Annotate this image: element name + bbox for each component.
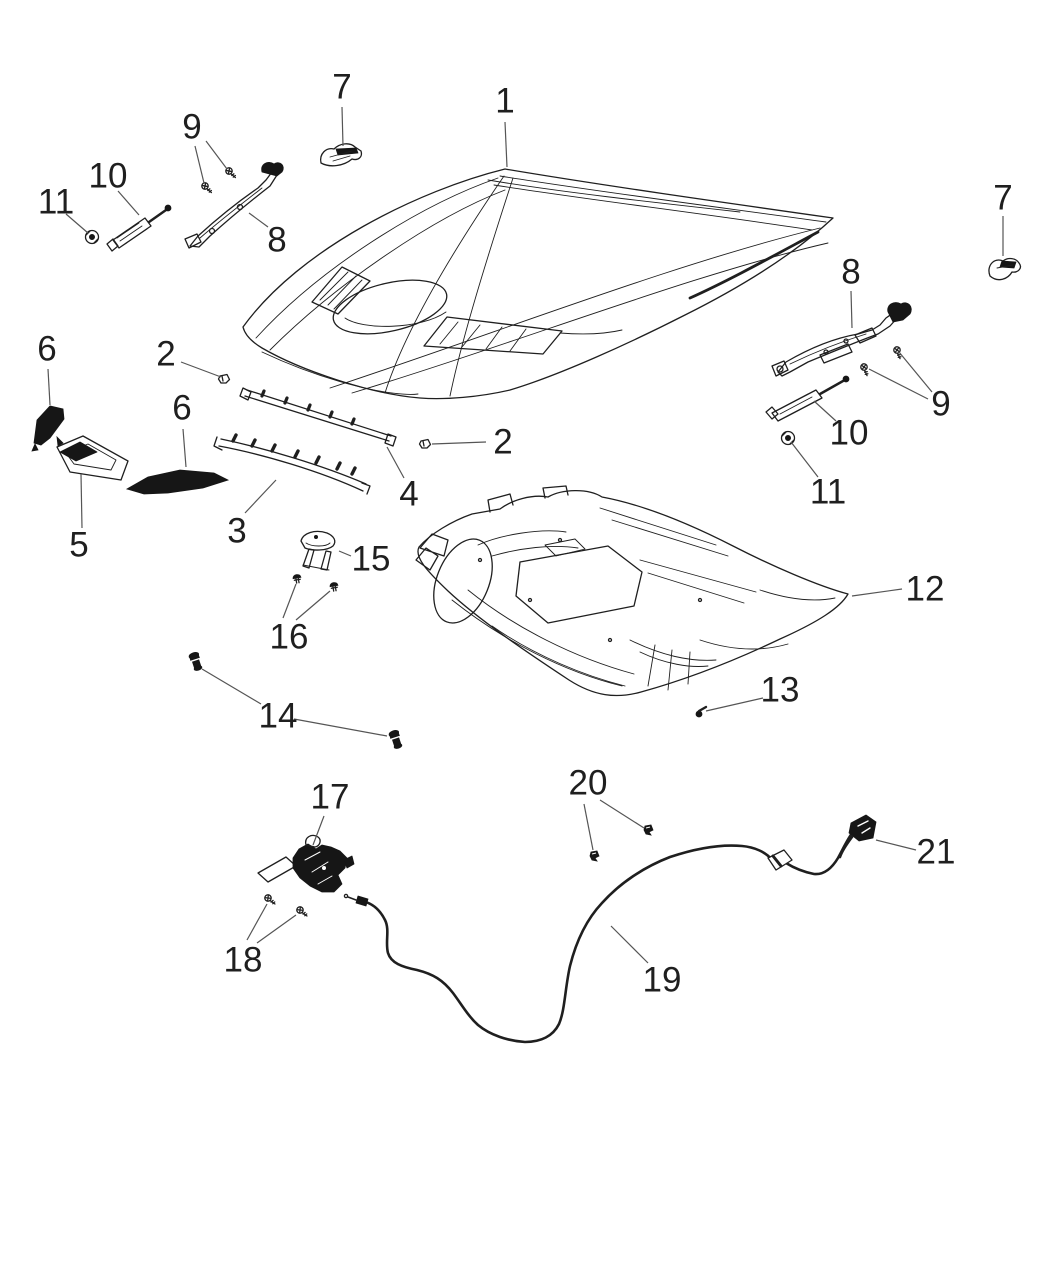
hood-hinge-right [771, 302, 912, 377]
callout-cowl-bracket-right: 7 [993, 179, 1012, 218]
catch-clip-right [328, 581, 340, 593]
leader-line-hood-bumpers [293, 718, 388, 737]
callout-latch-screws: 18 [224, 941, 263, 980]
callout-hood-bumpers: 14 [259, 697, 298, 736]
leader-line-pad-clip [705, 697, 764, 712]
pad-clip [695, 705, 708, 718]
leader-line-hinge-left [248, 212, 269, 228]
leader-line-ball-stud-left [65, 213, 89, 234]
leader-line-hinge-bolts-left [194, 145, 205, 184]
clip-right [418, 438, 432, 449]
leader-line-latch-screws [246, 903, 268, 941]
callout-seal-strip: 4 [399, 475, 418, 514]
callout-hood-latch: 17 [311, 778, 350, 817]
callout-gas-strut-right: 10 [830, 414, 869, 453]
leader-line-release-cable [610, 925, 649, 964]
cowl-bracket-right [988, 257, 1022, 281]
callout-release-handle: 21 [917, 833, 956, 872]
callout-ball-stud-left: 11 [38, 183, 74, 222]
leader-line-hinge-right [850, 290, 853, 329]
leader-line-gas-strut-left [117, 190, 140, 216]
callout-cable-clips: 20 [569, 764, 608, 803]
hood-bumper-left [187, 650, 205, 673]
callout-hinge-right: 8 [841, 253, 860, 292]
latch-screws [263, 892, 309, 920]
leader-line-cable-clips [599, 799, 645, 829]
leader-line-cowl-grille-strip [244, 479, 277, 514]
safety-catch [300, 530, 336, 571]
leader-line-applique-left [47, 368, 51, 406]
leader-line-cable-clips [583, 803, 594, 851]
cowl-grille-strip [213, 433, 371, 495]
gas-strut-left [106, 204, 172, 252]
applique-center [125, 469, 230, 495]
hood-latch [257, 834, 355, 893]
leader-line-catch-clips [295, 590, 331, 621]
callout-safety-catch: 15 [352, 540, 391, 579]
leader-line-hood-panel [504, 121, 508, 168]
hood-hinge-left [184, 162, 284, 249]
callout-hinge-left: 8 [267, 221, 286, 260]
leader-line-seal-strip [386, 446, 405, 479]
leader-line-cowl-bracket-left [341, 106, 344, 147]
callout-clip-right: 2 [493, 423, 512, 462]
leader-line-hood-latch [312, 815, 325, 846]
cable-clip-left [589, 850, 600, 862]
cowl-bracket-left [320, 143, 363, 167]
leader-line-latch-screws [256, 914, 297, 944]
callout-hinge-bolts-left: 9 [182, 108, 201, 147]
hood-panel [242, 168, 834, 400]
callout-cowl-bracket-left: 7 [332, 68, 351, 107]
callout-insulator-pad: 12 [906, 570, 945, 609]
leader-line-applique-center [182, 428, 187, 468]
gas-strut-right [765, 375, 850, 422]
leader-line-ball-stud-right [790, 441, 819, 478]
cable-clip-right [643, 824, 654, 836]
leader-line-clip-left [180, 361, 222, 378]
leader-line-bezel [80, 473, 83, 529]
leader-line-hinge-bolts-right [868, 368, 929, 400]
applique-left [31, 405, 65, 452]
callout-gas-strut-left: 10 [89, 157, 128, 196]
callout-hood-panel: 1 [495, 82, 514, 121]
ball-stud-nut-right [780, 430, 796, 446]
hinge-bolts-right [858, 345, 904, 377]
callout-ball-stud-right: 11 [810, 473, 846, 512]
leader-line-catch-clips [282, 583, 297, 619]
hood-bumper-right [387, 728, 405, 751]
seal-strip [239, 387, 397, 447]
callout-release-cable: 19 [643, 961, 682, 1000]
hinge-bolts-left [200, 165, 237, 196]
leader-line-clip-right [431, 441, 487, 445]
catch-clip-left [291, 573, 303, 585]
release-handle [838, 814, 877, 859]
leader-line-hinge-bolts-right [898, 351, 933, 393]
bezel [56, 435, 129, 481]
leader-line-hinge-bolts-left [205, 140, 228, 170]
callout-clip-left: 2 [156, 335, 175, 374]
insulator-pad [415, 485, 849, 697]
leader-line-safety-catch [338, 550, 352, 557]
callout-applique-center: 6 [172, 389, 191, 428]
leader-line-hood-bumpers [201, 668, 262, 705]
callout-cowl-grille-strip: 3 [227, 512, 246, 551]
leader-line-release-handle [875, 839, 917, 851]
clip-left [217, 373, 231, 384]
release-cable [343, 830, 855, 1044]
leader-line-insulator-pad [851, 588, 903, 597]
callout-pad-clip: 13 [761, 671, 800, 710]
callout-hinge-bolts-right: 9 [931, 385, 950, 424]
callout-applique-left: 6 [37, 330, 56, 369]
callout-bezel: 5 [69, 526, 88, 565]
callout-catch-clips: 16 [270, 618, 309, 657]
leader-line-gas-strut-right [813, 400, 837, 422]
